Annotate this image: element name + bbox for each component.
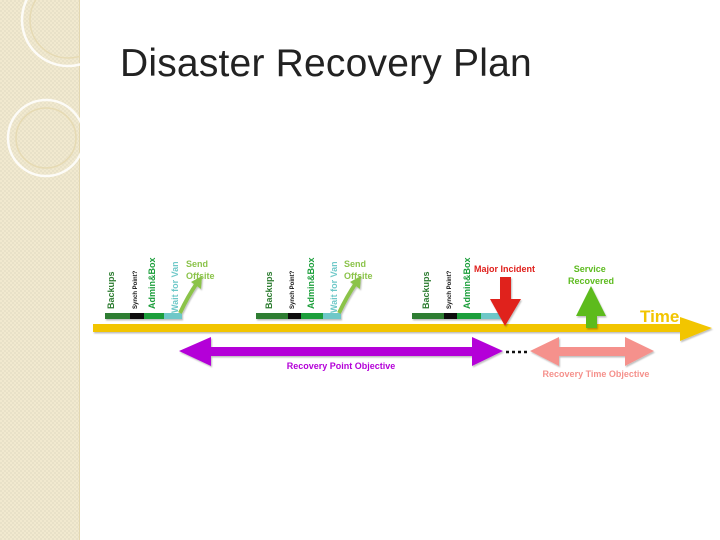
time-axis bbox=[93, 317, 712, 341]
wait-segment bbox=[164, 313, 182, 319]
backups-segment bbox=[256, 313, 288, 319]
side-panel-decoration bbox=[6, 0, 80, 178]
wait-label: Wait for Van bbox=[170, 261, 180, 313]
wait-segment bbox=[323, 313, 341, 319]
send-offsite-label: Send Offsite bbox=[186, 259, 215, 281]
backups-label: Backups bbox=[421, 271, 431, 309]
time-axis-label: Time bbox=[640, 307, 679, 326]
wait-segment bbox=[481, 313, 501, 319]
major-incident-arrow bbox=[490, 277, 521, 326]
admin-segment bbox=[144, 313, 164, 319]
rpo-label: Recovery Point Objective bbox=[287, 361, 396, 371]
send-offsite-line-2: Offsite bbox=[186, 271, 215, 281]
synch-label: Synch Point? bbox=[290, 270, 296, 309]
synch-segment bbox=[288, 313, 301, 319]
major-incident-label: Major Incident bbox=[474, 264, 535, 274]
synch-label: Synch Point? bbox=[133, 270, 139, 309]
slide-title: Disaster Recovery Plan bbox=[120, 42, 532, 85]
wait-label: Wait for Van bbox=[329, 261, 339, 313]
send-offsite-arrow bbox=[178, 281, 199, 314]
backups-label: Backups bbox=[264, 271, 274, 309]
send-offsite-label: Send Offsite bbox=[344, 259, 373, 281]
synch-segment bbox=[130, 313, 144, 319]
service-recovered-arrow bbox=[576, 286, 606, 328]
backups-segment bbox=[412, 313, 444, 319]
backups-segment bbox=[105, 313, 130, 319]
rto-label: Recovery Time Objective bbox=[543, 369, 650, 379]
synch-segment bbox=[444, 313, 457, 319]
admin-segment bbox=[457, 313, 481, 319]
synch-label: Synch Point? bbox=[447, 270, 453, 309]
rto-arrow bbox=[530, 337, 654, 366]
send-offsite-line-1: Send bbox=[186, 259, 208, 269]
admin-label: Admin&Box bbox=[147, 258, 157, 310]
send-offsite-line-2: Offsite bbox=[344, 271, 373, 281]
send-offsite-arrow bbox=[337, 281, 358, 314]
admin-segment bbox=[301, 313, 323, 319]
admin-label: Admin&Box bbox=[306, 258, 316, 310]
service-recovered-label: Service Recovered bbox=[568, 264, 614, 286]
admin-label: Admin&Box bbox=[462, 258, 472, 310]
service-recovered-line-2: Recovered bbox=[568, 276, 614, 286]
service-recovered-line-1: Service bbox=[574, 264, 606, 274]
backups-label: Backups bbox=[106, 271, 116, 309]
backup-cycle-3 bbox=[412, 313, 501, 319]
send-offsite-line-1: Send bbox=[344, 259, 366, 269]
backup-cycle-1 bbox=[105, 276, 202, 319]
rpo-arrow bbox=[179, 337, 503, 366]
side-panel bbox=[0, 0, 80, 540]
backup-cycle-2 bbox=[256, 276, 361, 319]
